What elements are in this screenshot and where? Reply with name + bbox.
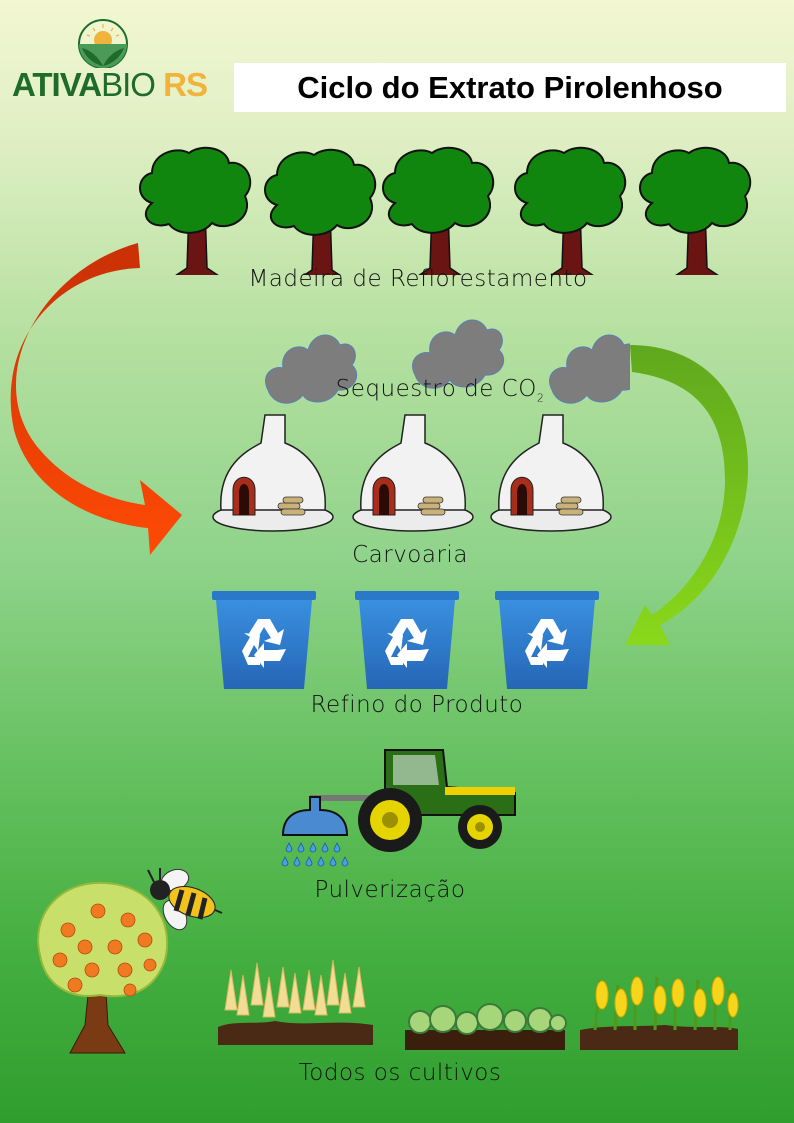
recycle-bin-icon: [495, 591, 599, 689]
corn-icon: [580, 976, 739, 1050]
label-wood: Madeira de Reflorestamento: [248, 266, 588, 292]
tractor-sprayer-icon: [281, 749, 516, 867]
label-spray: Pulverização: [314, 877, 466, 903]
kilns: [212, 414, 612, 532]
logo-emblem: [78, 19, 128, 68]
trees: [138, 146, 752, 275]
orange-tree-icon: [37, 881, 169, 1054]
cabbage-icon: [405, 1003, 567, 1050]
recycle-bin-icon: [212, 591, 316, 689]
label-refine: Refino do Produto: [310, 692, 524, 718]
tree-icon: [138, 146, 252, 275]
label-kiln: Carvoaria: [352, 542, 468, 568]
crops: [218, 959, 739, 1050]
red-arrow: [10, 243, 182, 555]
tree-icon: [263, 148, 377, 275]
kiln-icon: [212, 414, 334, 532]
label-crops: Todos os cultivos: [298, 1060, 502, 1086]
label-co2: Sequestro de CO2: [335, 376, 545, 405]
cloud-icon: [549, 334, 630, 404]
kiln-icon: [490, 414, 612, 532]
tree-icon: [381, 146, 495, 275]
green-arrow: [625, 345, 749, 645]
wheat-icon: [218, 959, 373, 1045]
recycle-bins: [212, 591, 599, 689]
recycle-bin-icon: [355, 591, 459, 689]
logo-text: ATIVABIO RS: [12, 66, 208, 103]
tree-icon: [513, 146, 627, 275]
bee-icon: [147, 868, 223, 931]
page-title: Ciclo do Extrato Pirolenhoso: [234, 63, 786, 112]
kiln-icon: [352, 414, 474, 532]
tree-icon: [638, 146, 752, 275]
